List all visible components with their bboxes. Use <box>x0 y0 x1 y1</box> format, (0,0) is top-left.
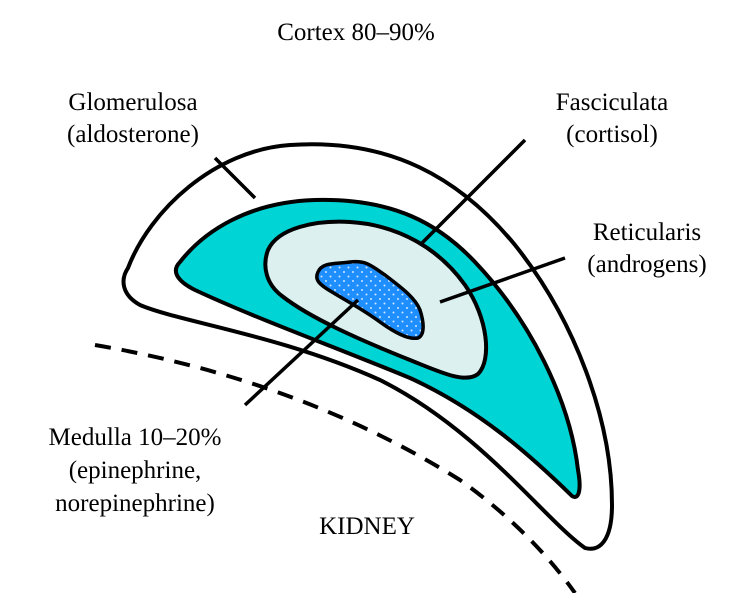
medulla-hormone-line2: norepinephrine) <box>55 490 215 517</box>
kidney-label: KIDNEY <box>319 513 415 540</box>
glomerulosa-label: Glomerulosa <box>68 89 197 116</box>
fasciculata-label: Fasciculata <box>556 89 668 116</box>
reticularis-hormone: (androgens) <box>587 251 706 278</box>
reticularis-label: Reticularis <box>593 219 701 246</box>
glomerulosa-hormone: (aldosterone) <box>67 121 199 148</box>
fasciculata-hormone: (cortisol) <box>566 121 658 148</box>
medulla-hormone-line1: (epinephrine, <box>69 457 202 484</box>
medulla-label: Medulla 10–20% <box>49 424 222 451</box>
cortex-title: Cortex 80–90% <box>277 19 435 46</box>
